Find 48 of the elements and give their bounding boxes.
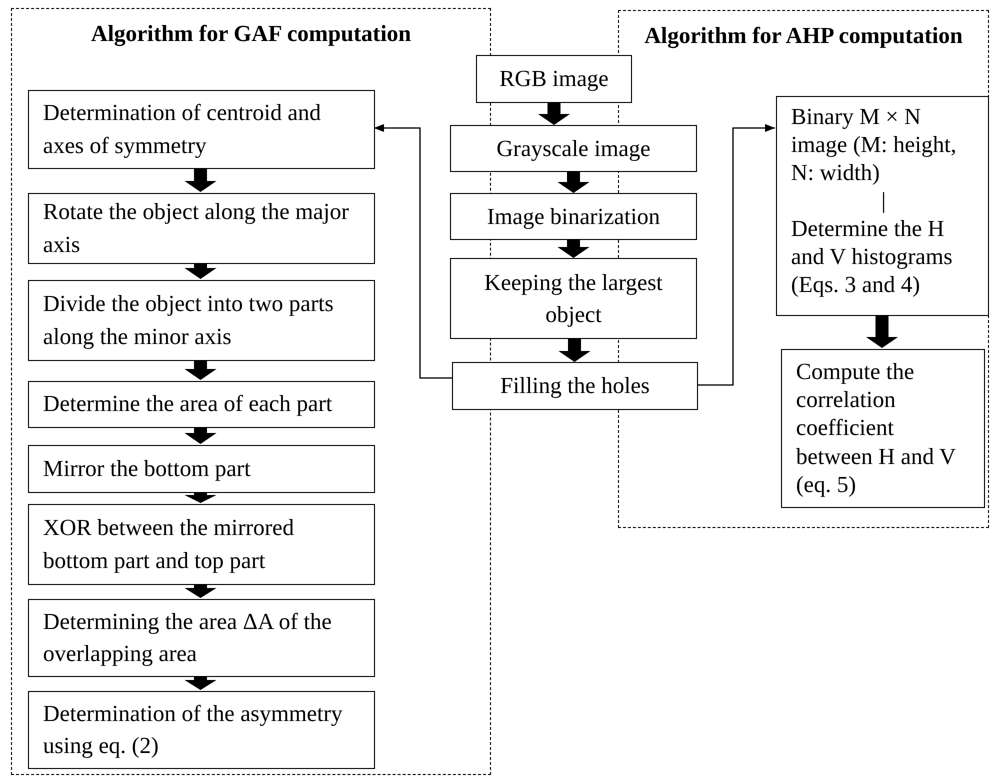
step-text: Rotate the object along the major axis xyxy=(43,198,350,258)
process-box xyxy=(28,691,375,769)
process-box xyxy=(452,362,698,410)
process-box xyxy=(781,349,985,508)
arrow xyxy=(698,124,775,386)
step-text: Determination of the asymmetry using eq. (2) xyxy=(43,700,344,760)
step-text: XOR between the mirrored bottom part and top part xyxy=(43,514,296,575)
block-arrow xyxy=(558,339,590,362)
block-arrow xyxy=(184,427,216,444)
block-arrow xyxy=(184,492,216,503)
process-box xyxy=(28,280,375,361)
process-box xyxy=(28,381,375,428)
arrow xyxy=(374,124,452,379)
block-arrow xyxy=(558,240,590,258)
step-text: Divide the object into two parts along the minor axis xyxy=(43,290,335,351)
step-text: Image binarization xyxy=(486,202,660,231)
process-box xyxy=(28,445,375,493)
process-box xyxy=(450,125,697,172)
block-arrow xyxy=(538,103,570,125)
process-box xyxy=(28,193,375,264)
step-text: Determination of centroid and axes of symmetry xyxy=(43,99,322,160)
step-text: Grayscale image xyxy=(496,134,650,163)
separator-mark: | xyxy=(881,187,886,216)
step-text: Keeping the largest object xyxy=(483,269,664,329)
step-text: Compute the correlation coefficient between H and V (eq. 5) xyxy=(796,358,957,499)
group-title: Algorithm for GAF computation xyxy=(90,20,412,48)
block-arrow xyxy=(184,676,216,690)
process-box xyxy=(28,599,375,677)
group-title: Algorithm for AHP computation xyxy=(643,22,964,50)
step-text: RGB image xyxy=(499,65,609,94)
process-box xyxy=(28,504,375,585)
step-text: Determine the area of each part xyxy=(43,390,334,418)
process-box xyxy=(776,96,989,316)
block-arrow xyxy=(866,315,898,348)
block-arrow xyxy=(558,172,590,193)
process-box xyxy=(476,55,632,103)
block-arrow xyxy=(184,360,216,380)
process-box xyxy=(450,258,697,339)
step-text: Mirror the bottom part xyxy=(43,454,252,483)
process-box xyxy=(28,90,375,169)
step-text: Binary M × N image (M: height, N: width) xyxy=(791,103,958,188)
step-text: Filling the holes xyxy=(500,372,650,400)
block-arrow xyxy=(184,168,216,192)
process-box xyxy=(450,193,697,240)
block-arrow xyxy=(184,263,216,279)
step-text: Determining the area ΔA of the overlapping area xyxy=(43,608,333,668)
step-text: Determine the H and V histograms (Eqs. 3 and 4) xyxy=(791,215,954,300)
block-arrow xyxy=(184,584,216,598)
